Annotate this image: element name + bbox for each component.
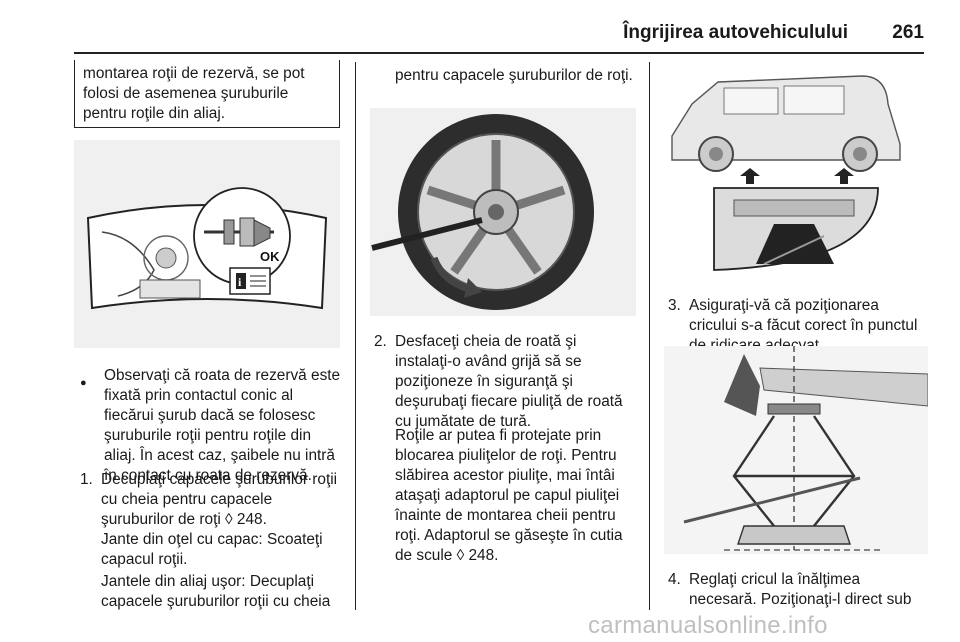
figure-jack-position	[664, 346, 929, 554]
jack-position-illustration	[683, 346, 929, 551]
wheel-wrench-illustration	[371, 114, 594, 310]
note-box: montarea roţii de rezervă, se pot folosi…	[74, 60, 340, 128]
bullet-marker: ●	[80, 377, 87, 389]
header-rule	[74, 52, 924, 54]
step-4-number: 4.	[668, 571, 681, 588]
note-text: montarea roţii de rezervă, se pot folosi…	[83, 65, 305, 122]
step-1-para-2: Jante din oţel cu capac: Scoateţi capacu…	[101, 531, 323, 568]
column-divider-1	[355, 62, 356, 610]
watermark: carmanualsonline.info	[588, 612, 828, 639]
step-4-text: Reglaţi cricul la înălţimea necesară. Po…	[689, 571, 912, 608]
svg-text:i: i	[238, 275, 242, 289]
figure-wheel-wrench	[370, 108, 636, 316]
page-title: Îngrijirea autovehiculului	[623, 22, 848, 43]
step-2-number: 2.	[374, 333, 387, 350]
van-jack-point-illustration	[671, 75, 901, 271]
page-header: Îngrijirea autovehiculului 261	[0, 0, 960, 54]
step-1-para-3: Jantele din aliaj uşor: Decuplaţi capace…	[101, 573, 331, 610]
step-1-text: Decuplaţi capacele şuruburilor roţii cu …	[101, 471, 338, 528]
column-divider-2	[649, 62, 650, 610]
step-1-number: 1.	[80, 471, 93, 488]
figure-van-lift-points	[664, 64, 928, 282]
step-2-para-2: Roţile ar putea fi protejate prin blocar…	[395, 427, 623, 564]
bullet-text: Observaţi că roata de rezervă este fixat…	[104, 367, 341, 484]
page-number: 261	[892, 22, 924, 43]
step-3-number: 3.	[668, 297, 681, 314]
col2-continued-text: pentru capacele şuruburilor de roţi.	[395, 67, 633, 84]
figure-spare-wheel-bolt: OK i	[74, 140, 340, 348]
step-2-text: Desfaceţi cheia de roată şi instalaţi-o …	[395, 333, 623, 430]
spare-wheel-bolt-illustration: OK i	[86, 187, 328, 310]
figure-ok-label: OK	[260, 249, 280, 264]
